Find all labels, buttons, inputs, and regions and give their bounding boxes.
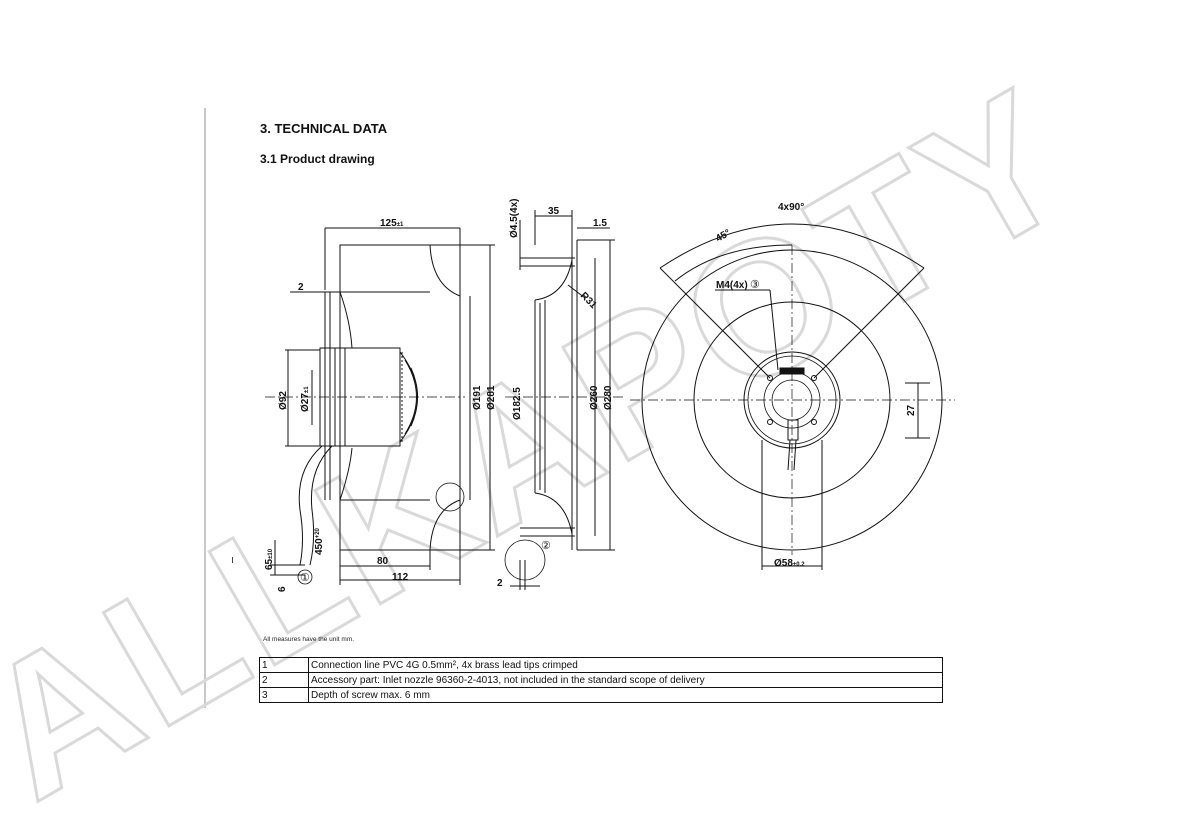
row-text: Depth of screw max. 6 mm xyxy=(308,687,943,703)
dim-4x90: 4x90° xyxy=(778,202,804,213)
callout-3: ③ xyxy=(750,279,760,291)
row-text: Connection line PVC 4G 0.5mm², 4x brass … xyxy=(308,657,943,673)
dim-80: 80 xyxy=(377,556,389,567)
dim-35: 35 xyxy=(548,206,560,217)
row-text: Accessory part: Inlet nozzle 96360-2-401… xyxy=(308,672,943,688)
callout-2: ② xyxy=(541,540,551,552)
notes-table: 1 Connection line PVC 4G 0.5mm², 4x bras… xyxy=(259,657,943,703)
dim-2-side: 2 xyxy=(298,282,304,293)
dim-d281: Ø281 xyxy=(486,385,497,410)
section-heading: 3. TECHNICAL DATA xyxy=(260,121,388,136)
dim-65: 65±10 xyxy=(264,548,275,570)
dim-d182-5: Ø182.5 xyxy=(512,387,523,420)
callout-1: ① xyxy=(300,572,310,584)
dim-1-5: 1.5 xyxy=(593,218,607,229)
dim-2-nozzle: 2 xyxy=(497,578,503,589)
dim-450: 450+20 xyxy=(314,527,325,555)
margin-tick xyxy=(232,557,233,563)
row-number: 1 xyxy=(259,657,309,673)
side-view xyxy=(265,227,495,585)
watermark: ALLKAPOTY xyxy=(0,47,1108,820)
dim-d92: Ø92 xyxy=(278,391,289,410)
dim-d191: Ø191 xyxy=(472,385,483,410)
dim-d58: Ø58±0.2 xyxy=(774,558,805,569)
dim-125: 125±1 xyxy=(380,218,404,229)
front-view-labels: 4x90° 45° M4(4x) ③ 27 Ø58±0.2 xyxy=(714,202,917,569)
table-row: 3 Depth of screw max. 6 mm xyxy=(259,687,943,703)
table-row: 2 Accessory part: Inlet nozzle 96360-2-4… xyxy=(259,672,943,688)
side-view-labels: 125±1 2 Ø92 Ø27±1 Ø191 Ø281 80 112 65±10… xyxy=(264,218,497,592)
watermark-text: ALLKAPOTY xyxy=(0,48,1107,820)
dim-6: 6 xyxy=(277,586,288,592)
page-margin-line xyxy=(204,108,206,708)
dim-d4-5: Ø4.5(4x) xyxy=(509,199,520,238)
units-note: All measures have the unit mm. xyxy=(263,636,355,643)
row-number: 2 xyxy=(259,672,309,688)
dim-112: 112 xyxy=(392,572,409,583)
subsection-heading: 3.1 Product drawing xyxy=(260,152,375,166)
dim-d27: Ø27±1 xyxy=(300,386,311,412)
dim-27: 27 xyxy=(906,404,917,416)
dim-d260: Ø260 xyxy=(589,385,600,410)
dim-m4: M4(4x) xyxy=(716,280,748,291)
table-row: 1 Connection line PVC 4G 0.5mm², 4x bras… xyxy=(259,657,943,673)
front-view xyxy=(630,223,955,570)
row-number: 3 xyxy=(259,687,309,703)
dim-d280: Ø280 xyxy=(603,385,614,410)
nozzle-view xyxy=(504,210,625,590)
